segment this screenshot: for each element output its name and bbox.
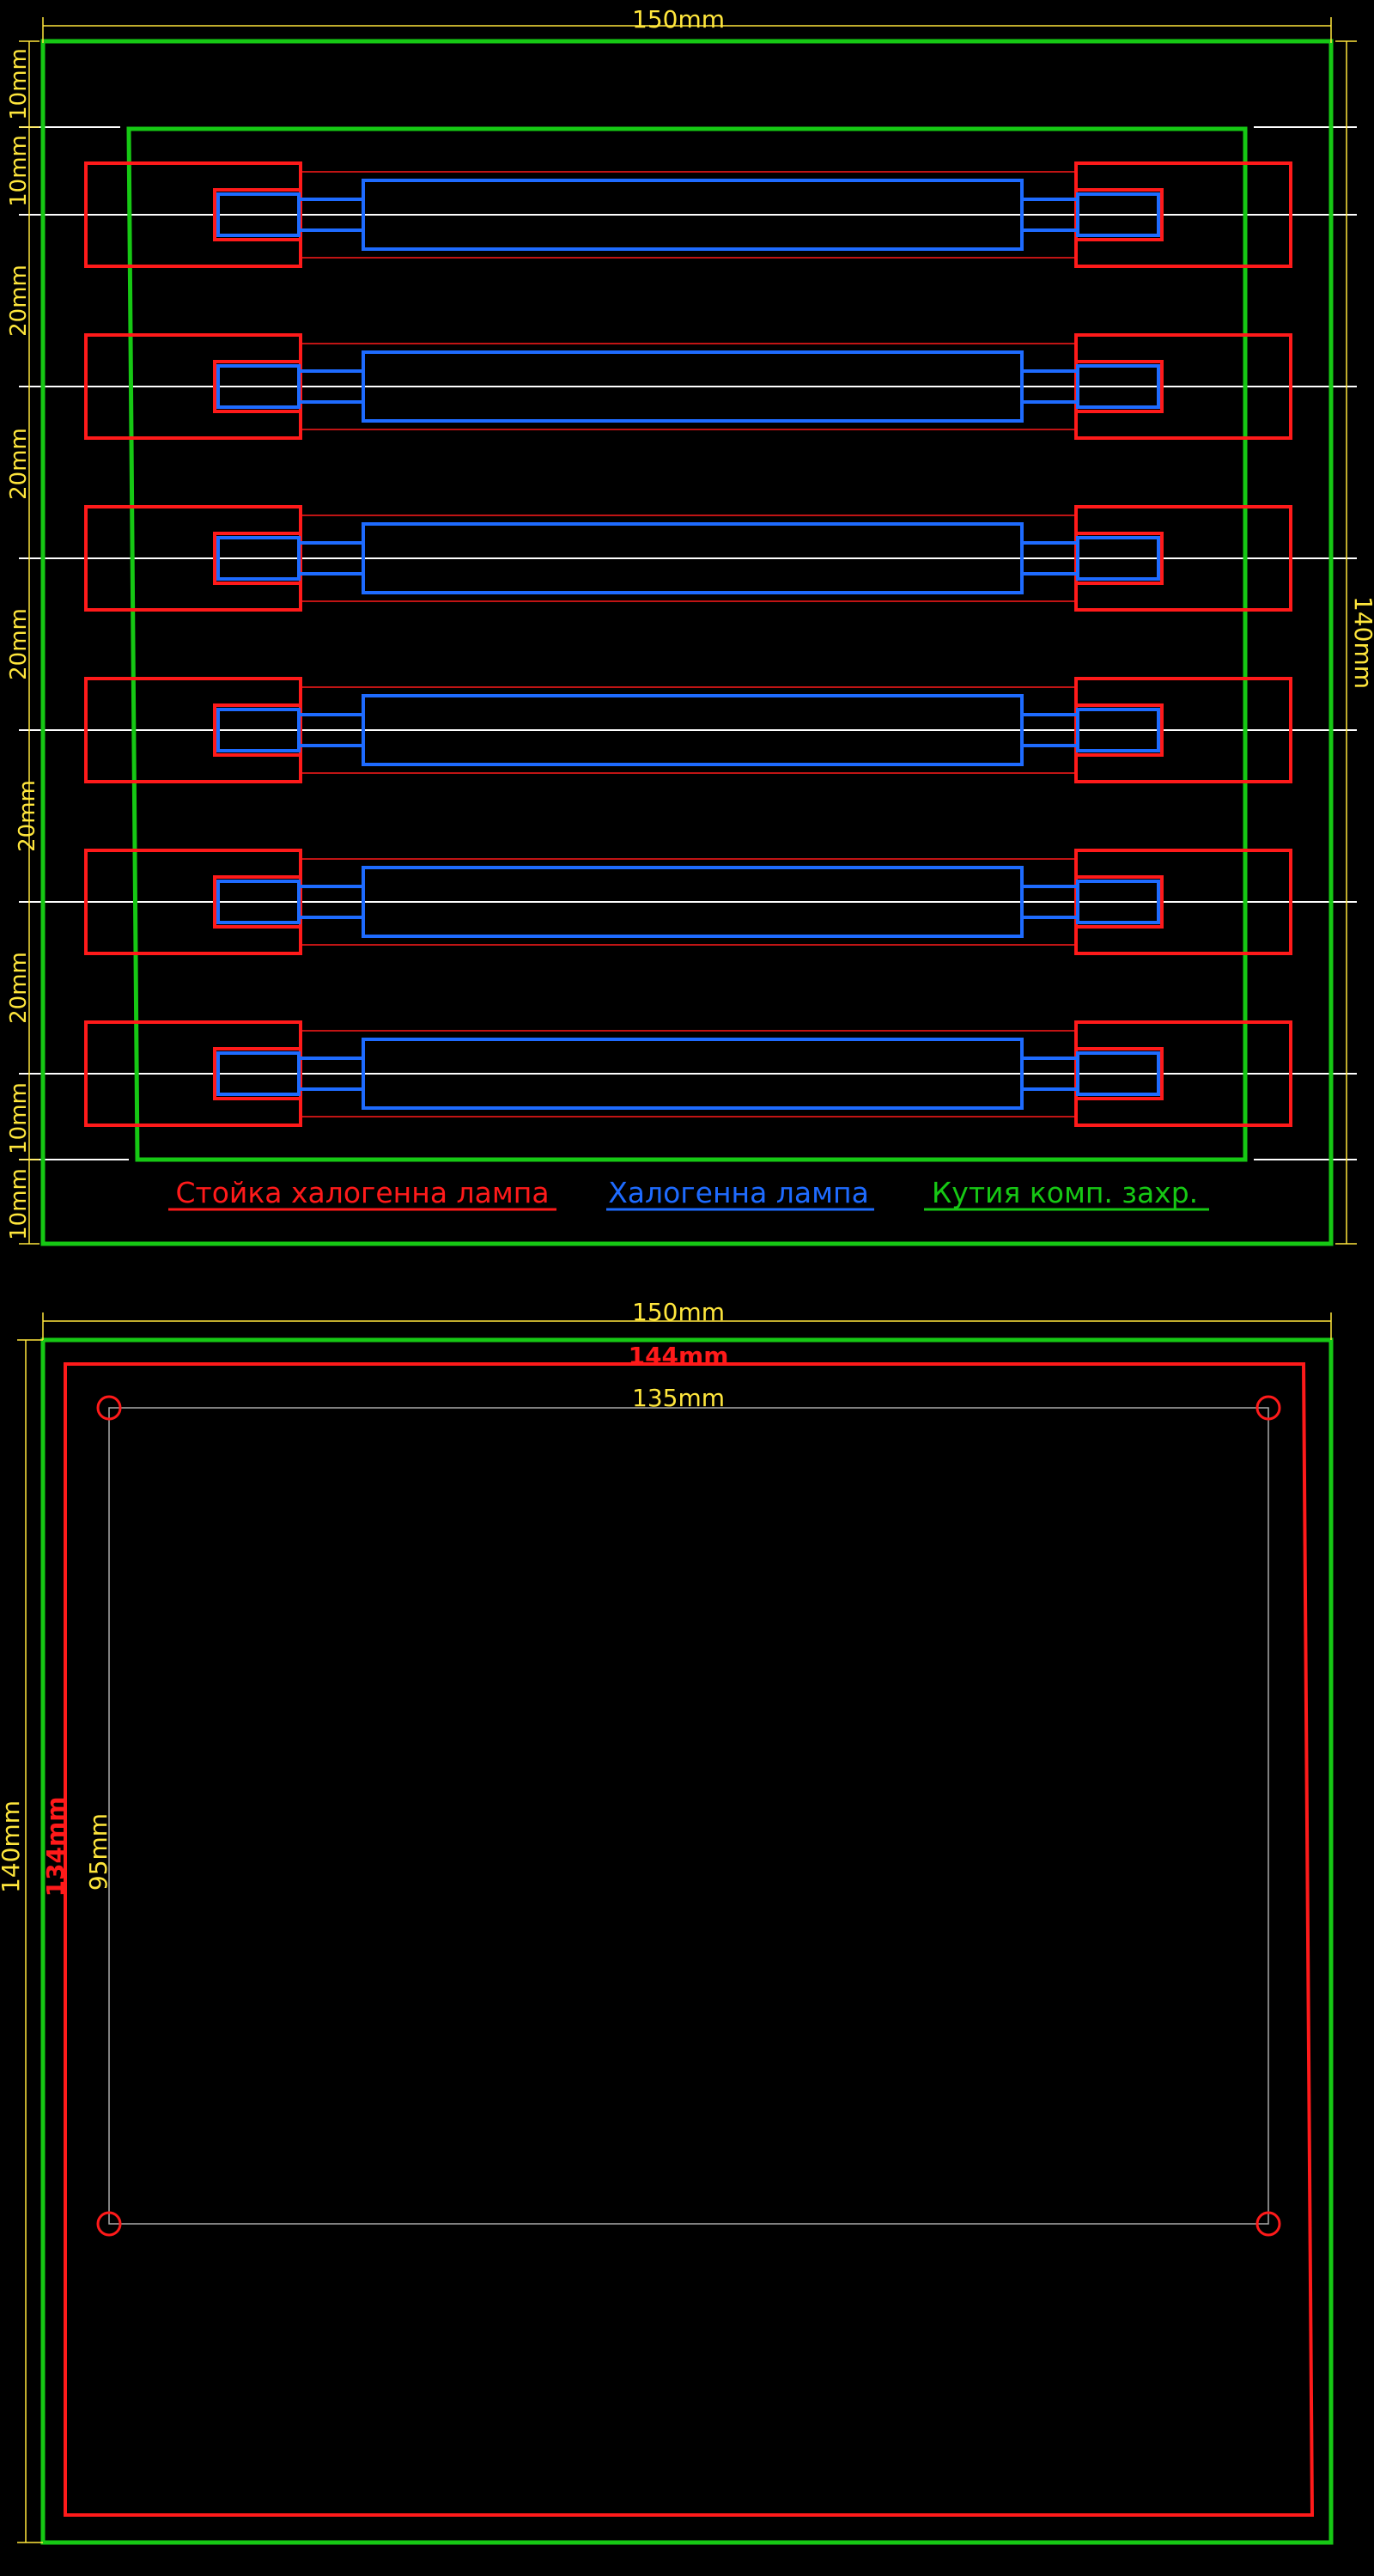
dim-top-height <box>1335 40 1357 1245</box>
right-holder <box>1074 333 1292 440</box>
mounting-hole <box>96 1395 122 1421</box>
dim-top-width-label: 150mm <box>632 5 725 33</box>
lamp-terminal-right <box>1076 1051 1160 1096</box>
left-holder <box>84 161 302 268</box>
right-holder <box>1074 849 1292 955</box>
dim-left-label: 20mm <box>6 265 32 337</box>
lamp-terminal-left <box>216 880 301 924</box>
dim-left-label: 20mm <box>6 608 32 680</box>
legend-lamp-label: Халогенна лампа <box>608 1176 869 1209</box>
mounting-hole <box>1255 1395 1281 1421</box>
left-holder <box>84 849 302 955</box>
lamp-assembly <box>84 333 1292 440</box>
dim-bottom-width-label: 150mm <box>632 1298 725 1326</box>
lamp-assembly <box>84 161 1292 268</box>
mounting-hole <box>1255 2211 1281 2237</box>
hole-pattern-outline <box>108 1407 1269 2225</box>
dim-left-label: 20mm <box>6 952 32 1024</box>
left-holder <box>84 505 302 612</box>
lamp-terminal-right <box>1076 536 1160 581</box>
dim-left-chain <box>19 40 40 1245</box>
dim-left-label: 10mm <box>6 1082 32 1154</box>
lamp-body <box>362 1038 1024 1110</box>
mounting-plate <box>64 1362 1315 2517</box>
lamp-assembly <box>84 505 1292 612</box>
lamp-body <box>362 866 1024 938</box>
left-holder <box>84 1020 302 1127</box>
dim-top-width <box>42 17 1332 43</box>
legend-enclosure-label: Кутия комп. захр. <box>932 1176 1198 1209</box>
dim-left-label: 20mm <box>15 780 40 852</box>
lamp-terminal-right <box>1076 708 1160 752</box>
lamp-terminal-right <box>1076 364 1160 409</box>
bottom-view: 150mm 144mm 135mm 140mm 134mm 95mm <box>0 1298 1334 2545</box>
mounting-hole <box>96 2211 122 2237</box>
lamp-terminal-left <box>216 536 301 581</box>
legend-holder-label: Стойка халогенна лампа <box>175 1176 549 1209</box>
dim-bottom-height-label: 140mm <box>0 1800 25 1893</box>
dim-left-label: 20mm <box>6 428 32 500</box>
lamp-terminal-right <box>1076 192 1160 237</box>
lamp-assembly <box>84 1020 1292 1127</box>
lamp-terminal-left <box>216 708 301 752</box>
lamp-body <box>362 350 1024 423</box>
lamp-body <box>362 522 1024 594</box>
left-holder <box>84 333 302 440</box>
lamp-assembly <box>84 849 1292 955</box>
dim-plate-height-label: 134mm <box>41 1797 70 1897</box>
lamp-assembly <box>84 677 1292 783</box>
dim-plate-width-label: 144mm <box>629 1342 729 1370</box>
dim-bottom-width <box>42 1312 1332 1340</box>
right-holder <box>1074 505 1292 612</box>
dim-left-label: 10mm <box>6 48 32 120</box>
dim-hole-spacing-y-label: 95mm <box>84 1813 112 1891</box>
lamp-body <box>362 694 1024 766</box>
lamp-terminal-right <box>1076 880 1160 924</box>
right-holder <box>1074 161 1292 268</box>
left-holder <box>84 677 302 783</box>
lamp-rows <box>84 161 1292 1127</box>
lamp-body <box>362 179 1024 251</box>
enclosure-inner <box>126 126 1248 1162</box>
dim-bottom-height <box>17 1339 43 2543</box>
legend: Стойка халогенна лампа Халогенна лампа К… <box>168 1176 1209 1211</box>
right-holder <box>1074 677 1292 783</box>
right-holder <box>1074 1020 1292 1127</box>
dim-left-label: 10mm <box>6 1168 32 1240</box>
dim-top-height-label: 140mm <box>1349 596 1374 689</box>
lamp-terminal-left <box>216 364 301 409</box>
bottom-enclosure <box>40 1337 1334 2545</box>
lamp-terminal-left <box>216 192 301 237</box>
top-view: 150mm 140mm 10mm 10mm 20mm 20mm 20mm 20m… <box>6 5 1374 1246</box>
enclosure-outer <box>40 39 1334 1246</box>
dim-left-label: 10mm <box>6 135 32 207</box>
dim-hole-spacing-x-label: 135mm <box>632 1384 725 1412</box>
lamp-terminal-left <box>216 1051 301 1096</box>
